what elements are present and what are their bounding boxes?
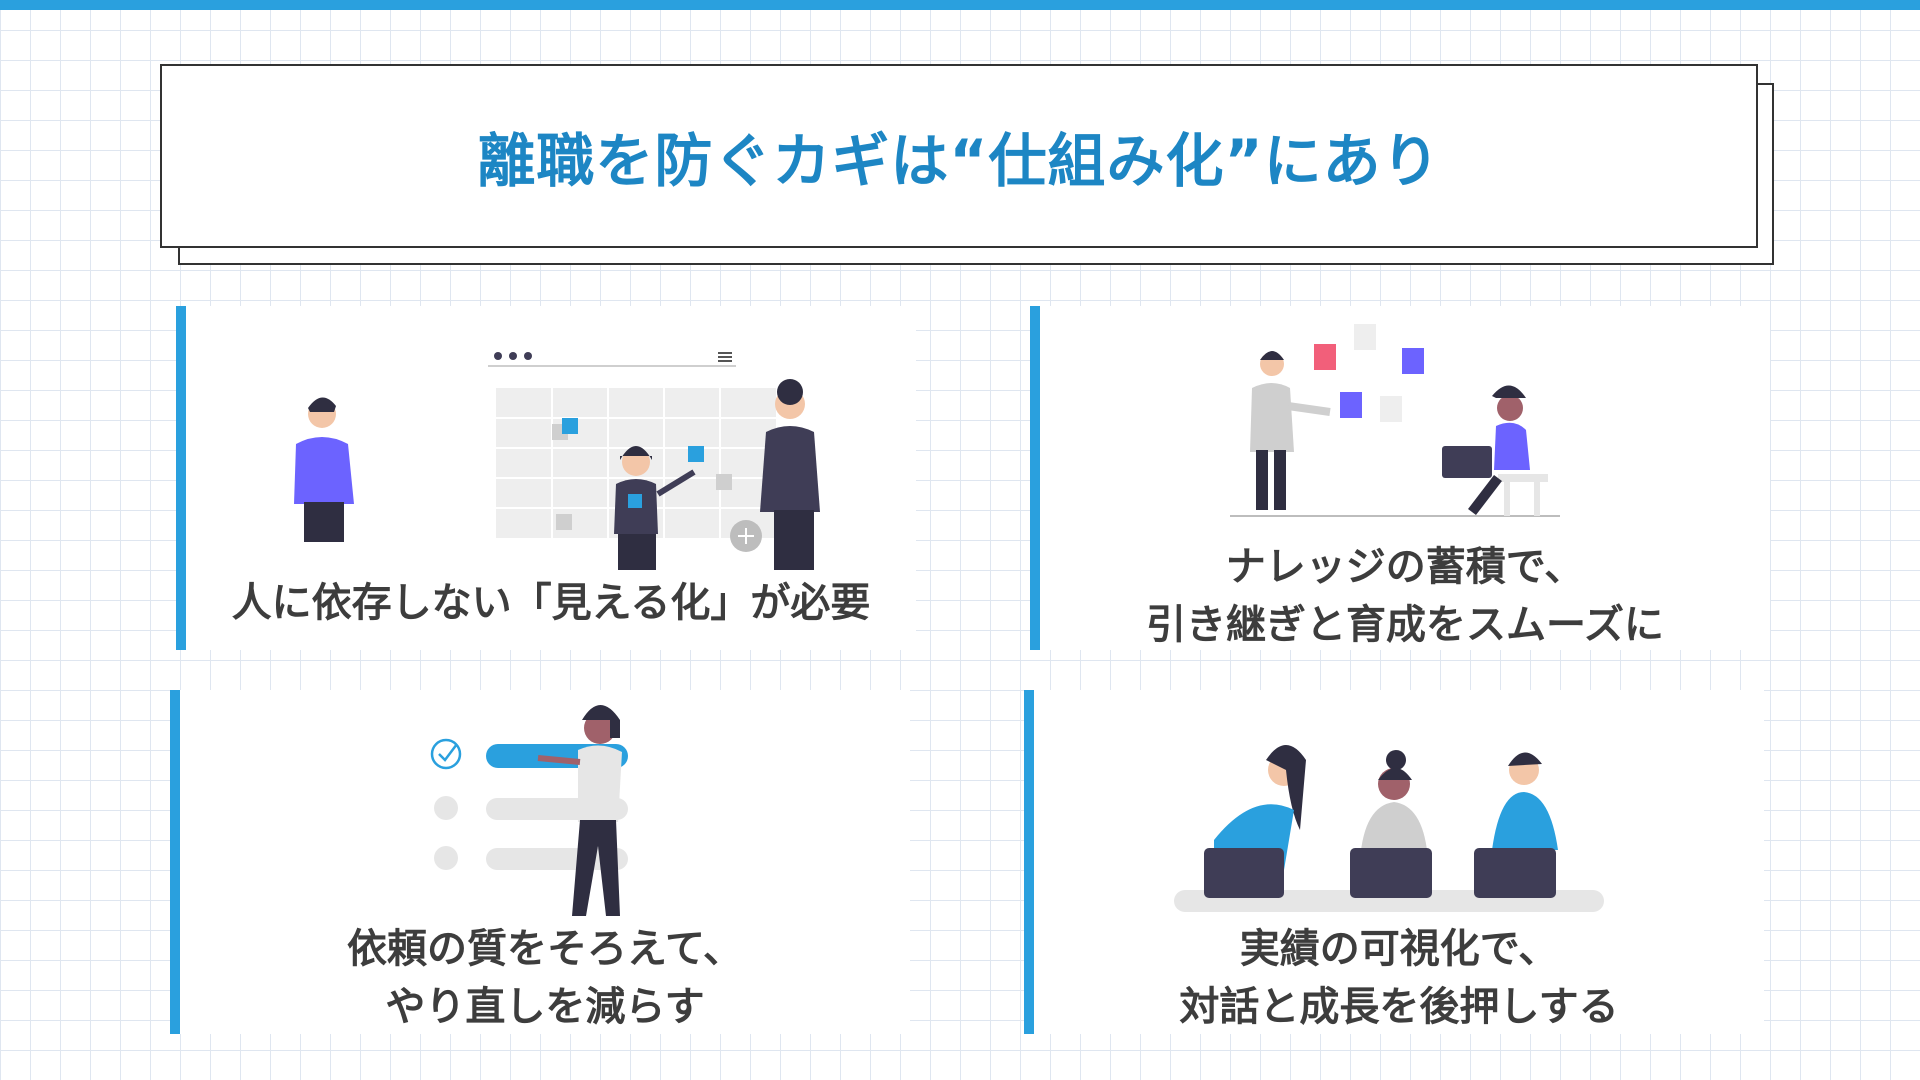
card-accent-bar [170, 690, 180, 1034]
card-caption-line: 実績の可視化で、 [1239, 926, 1559, 972]
card-caption-line: 依頼の質をそろえて、 [347, 926, 743, 972]
title-box: 離職を防ぐカギは“仕組み化”にあり [160, 64, 1758, 248]
card-caption-line: 対話と成長を後押しする [1179, 984, 1619, 1030]
card-caption-line: ナレッジの蓄積で、 [1225, 544, 1585, 590]
page-title: 離職を防ぐカギは“仕組み化”にあり [477, 127, 1441, 195]
card-request-quality: 依頼の質をそろえて、 やり直しを減らす [170, 690, 910, 1034]
team-board-illustration [294, 352, 820, 570]
card-knowledge: ナレッジの蓄積で、 引き継ぎと育成をスムーズに [1030, 306, 1770, 650]
card-visualization: 人に依存しない「見える化」が必要 [176, 306, 916, 650]
card-accent-bar [1024, 690, 1034, 1034]
card-achievements: 実績の可視化で、 対話と成長を後押しする [1024, 690, 1764, 1034]
knowledge-sharing-illustration [1230, 324, 1560, 517]
checklist-illustration [430, 705, 628, 916]
card-caption-line: やり直しを減らす [385, 984, 705, 1030]
card-accent-bar [176, 306, 186, 650]
top-accent-bar [0, 0, 1920, 10]
card-caption-line: 人に依存しない「見える化」が必要 [231, 580, 871, 626]
card-caption-line: 引き継ぎと育成をスムーズに [1146, 602, 1664, 648]
team-meeting-illustration [1174, 745, 1604, 912]
card-accent-bar [1030, 306, 1040, 650]
